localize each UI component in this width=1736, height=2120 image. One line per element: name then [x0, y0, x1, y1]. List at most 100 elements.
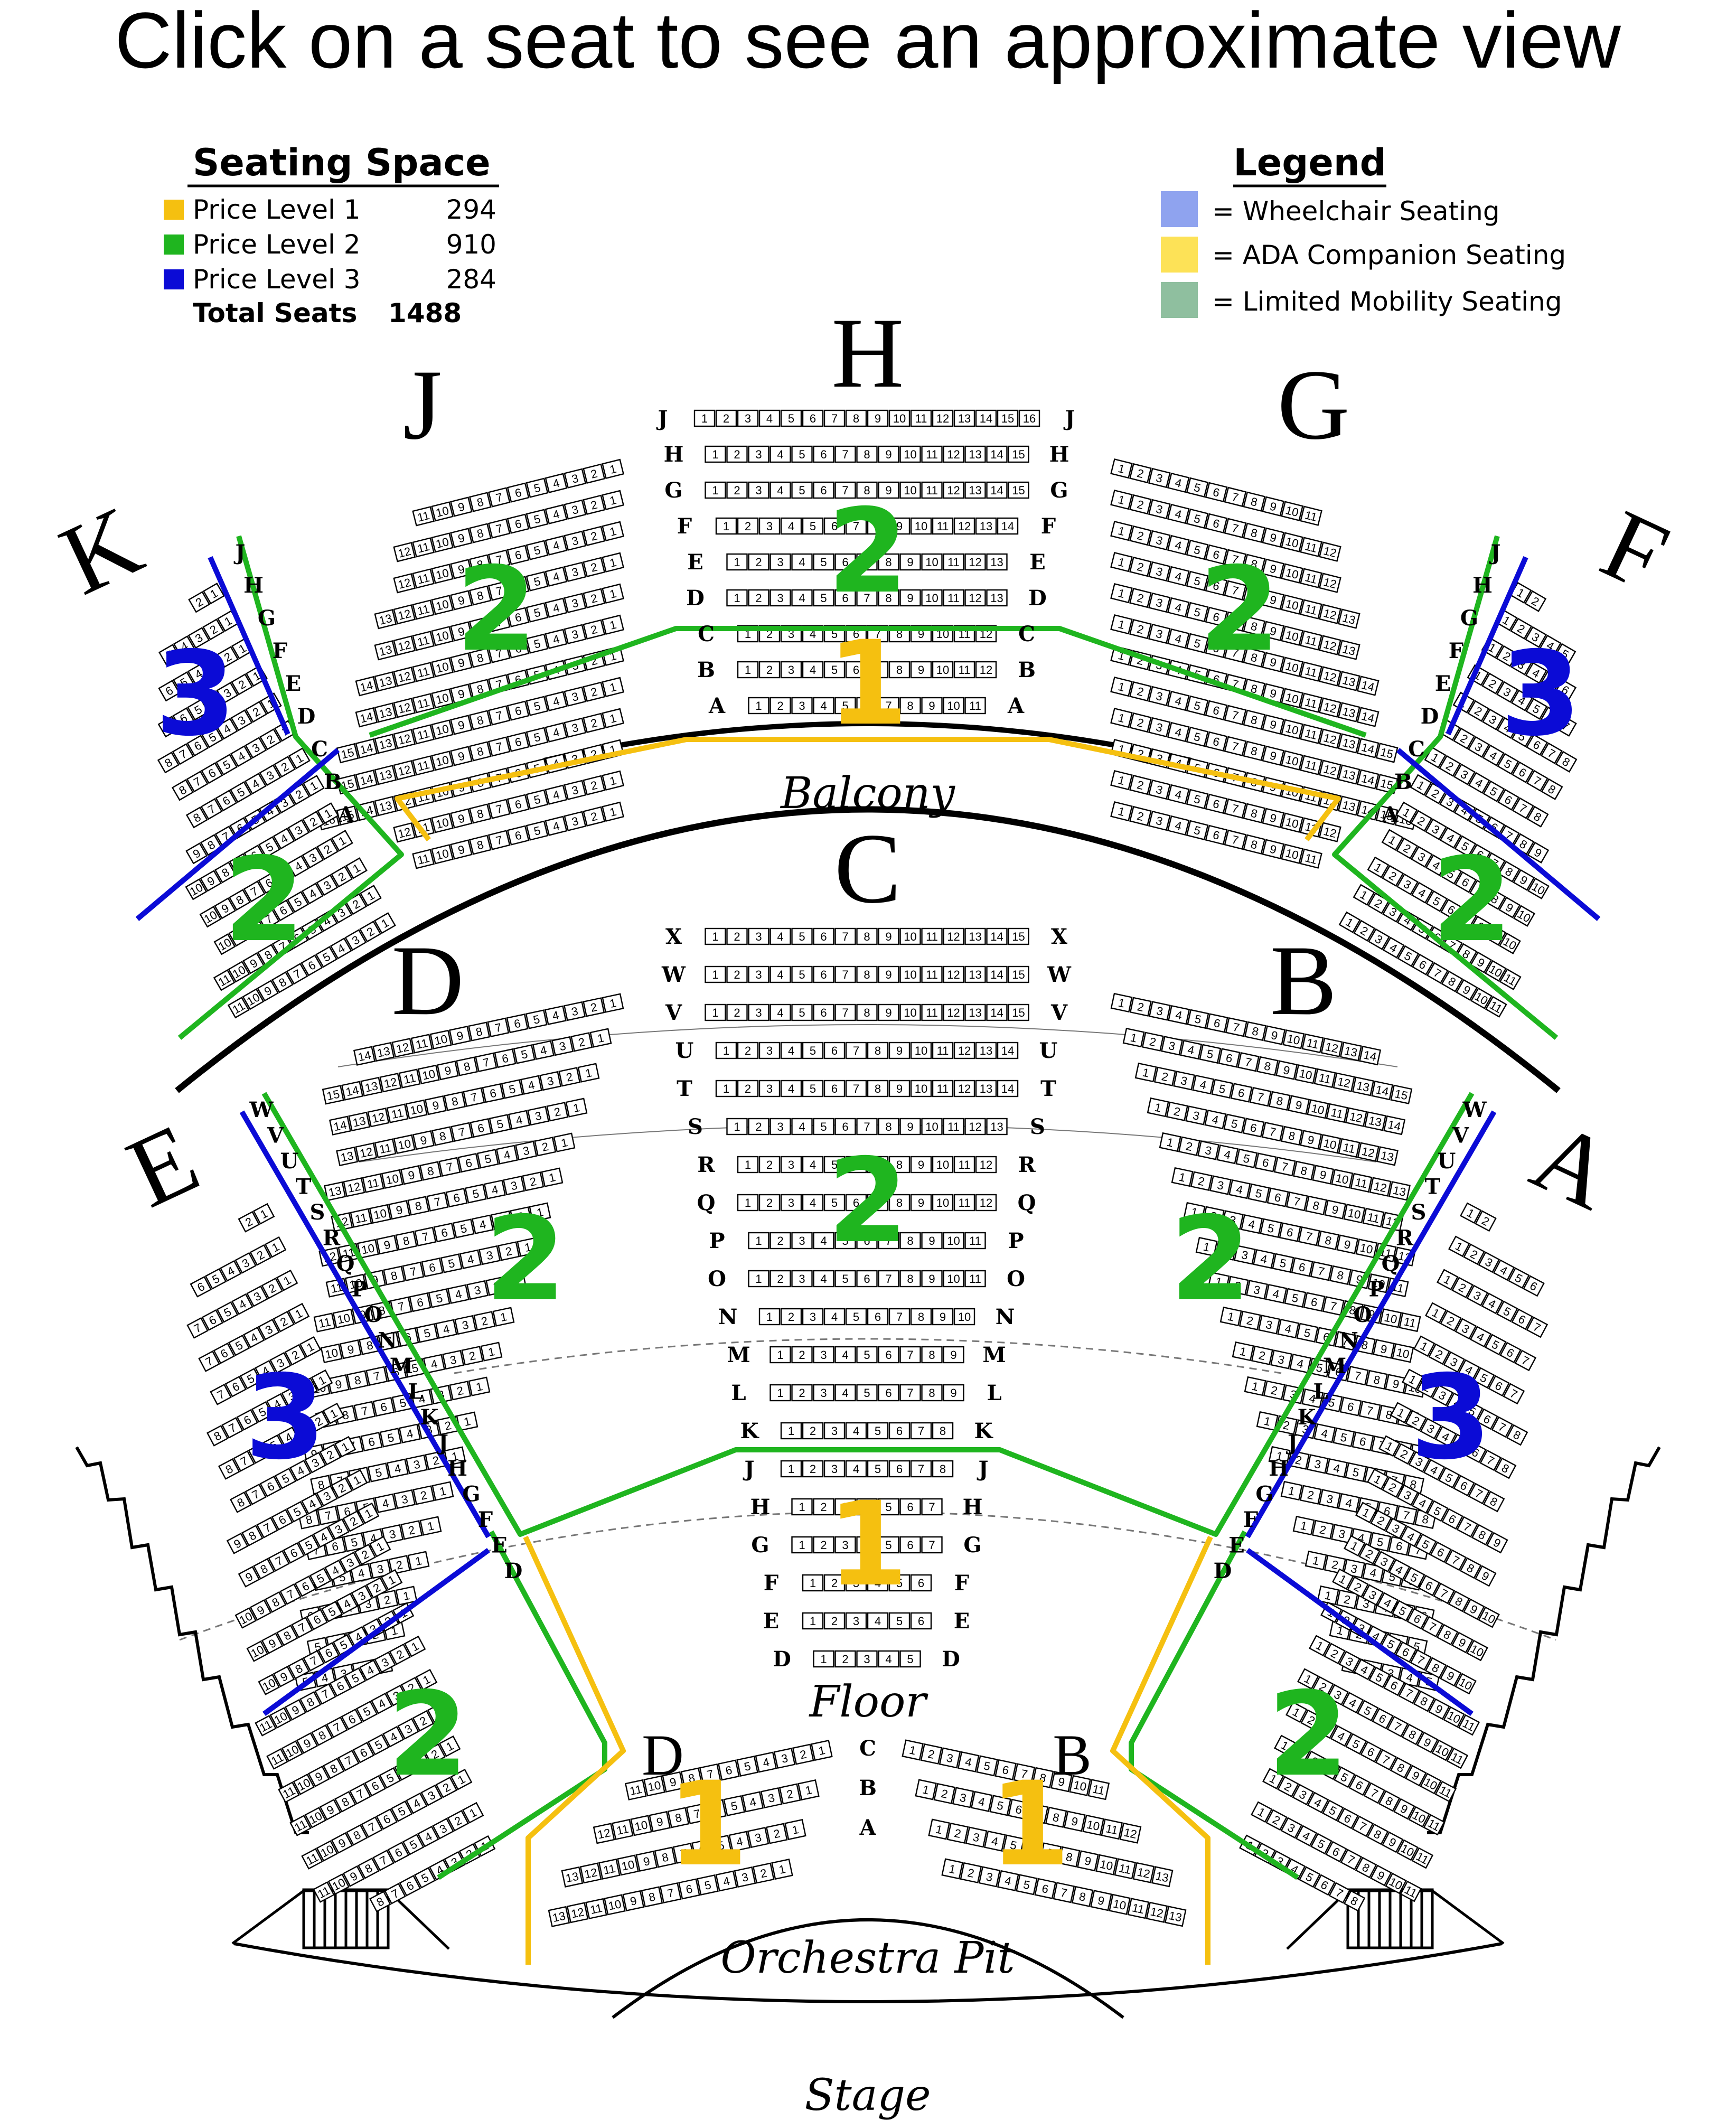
- seat[interactable]: [878, 445, 899, 463]
- seat[interactable]: [943, 697, 964, 715]
- seat[interactable]: [564, 624, 587, 644]
- seat[interactable]: [921, 445, 943, 463]
- seat[interactable]: [468, 710, 492, 730]
- seat[interactable]: [921, 697, 943, 715]
- seat[interactable]: [526, 789, 549, 810]
- seat[interactable]: [374, 671, 397, 692]
- seat[interactable]: [583, 712, 606, 733]
- seat[interactable]: [888, 409, 911, 427]
- seat[interactable]: [726, 553, 748, 571]
- seat[interactable]: [431, 657, 454, 678]
- seat[interactable]: [867, 661, 889, 679]
- seat[interactable]: [770, 481, 791, 499]
- seat[interactable]: [964, 553, 986, 571]
- seat[interactable]: [393, 667, 416, 687]
- seat[interactable]: [526, 633, 549, 654]
- seat[interactable]: [450, 839, 473, 860]
- seat[interactable]: [468, 741, 492, 762]
- seat[interactable]: [813, 553, 834, 571]
- seat[interactable]: [888, 661, 911, 679]
- seat[interactable]: [564, 780, 587, 800]
- seat[interactable]: [506, 731, 530, 752]
- seat[interactable]: [737, 517, 759, 535]
- seat[interactable]: [506, 700, 530, 721]
- seat[interactable]: [715, 517, 737, 535]
- seat[interactable]: [336, 743, 359, 764]
- seat[interactable]: [412, 724, 435, 745]
- seat[interactable]: [583, 806, 606, 827]
- seat[interactable]: [943, 589, 964, 607]
- seat[interactable]: [878, 553, 899, 571]
- seat[interactable]: [899, 445, 921, 463]
- seat[interactable]: [431, 751, 454, 771]
- seat[interactable]: [802, 409, 824, 427]
- seat[interactable]: [487, 705, 511, 726]
- seat[interactable]: [823, 517, 846, 535]
- seat[interactable]: [834, 697, 856, 715]
- seat[interactable]: [823, 409, 846, 427]
- seat[interactable]: [856, 445, 878, 463]
- seat[interactable]: [450, 621, 473, 642]
- seat[interactable]: [878, 697, 899, 715]
- seat[interactable]: [791, 445, 813, 463]
- seat[interactable]: [856, 553, 878, 571]
- seat[interactable]: [393, 729, 416, 749]
- seat[interactable]: [468, 834, 492, 855]
- seat[interactable]: [748, 481, 770, 499]
- seat[interactable]: [791, 553, 813, 571]
- seat[interactable]: [545, 722, 568, 743]
- seat[interactable]: [431, 719, 454, 740]
- seat[interactable]: [545, 691, 568, 711]
- seat[interactable]: [758, 517, 781, 535]
- seat[interactable]: [964, 445, 986, 463]
- seat[interactable]: [770, 697, 791, 715]
- seat[interactable]: [770, 589, 791, 607]
- seat[interactable]: [487, 612, 511, 632]
- seat[interactable]: [910, 409, 932, 427]
- seat[interactable]: [602, 770, 624, 791]
- seat[interactable]: [737, 409, 759, 427]
- seat[interactable]: [758, 661, 781, 679]
- seat[interactable]: [602, 583, 624, 604]
- seat[interactable]: [910, 661, 932, 679]
- seat[interactable]: [412, 849, 435, 869]
- seat[interactable]: [813, 589, 834, 607]
- seat[interactable]: [412, 662, 435, 682]
- seat[interactable]: [748, 697, 770, 715]
- seat[interactable]: [487, 799, 511, 819]
- seat[interactable]: [487, 736, 511, 757]
- seat[interactable]: [506, 825, 530, 846]
- seat[interactable]: [355, 770, 378, 790]
- seat[interactable]: [693, 409, 716, 427]
- seat[interactable]: [393, 698, 416, 718]
- seat[interactable]: [374, 796, 397, 817]
- seat[interactable]: [780, 517, 802, 535]
- seat[interactable]: [932, 409, 954, 427]
- seat[interactable]: [374, 640, 397, 661]
- seat[interactable]: [583, 619, 606, 640]
- seat[interactable]: [374, 702, 397, 723]
- seat[interactable]: [506, 638, 530, 659]
- seat[interactable]: [450, 715, 473, 735]
- seat[interactable]: [450, 746, 473, 766]
- seat[interactable]: [780, 661, 802, 679]
- seat[interactable]: [943, 481, 964, 499]
- seat[interactable]: [867, 409, 889, 427]
- seat[interactable]: [431, 688, 454, 709]
- seat[interactable]: [899, 697, 921, 715]
- seat[interactable]: [393, 822, 416, 843]
- seat[interactable]: [450, 808, 473, 829]
- seat[interactable]: [964, 697, 986, 715]
- seat[interactable]: [878, 589, 899, 607]
- seat[interactable]: [468, 803, 492, 824]
- seat[interactable]: [834, 445, 856, 463]
- seat[interactable]: [943, 445, 964, 463]
- seat[interactable]: [758, 409, 781, 427]
- seat[interactable]: [602, 677, 624, 697]
- seat[interactable]: [705, 481, 726, 499]
- seat[interactable]: [986, 589, 1008, 607]
- seat[interactable]: [834, 589, 856, 607]
- seat[interactable]: [964, 589, 986, 607]
- seat[interactable]: [975, 409, 997, 427]
- seat[interactable]: [943, 553, 964, 571]
